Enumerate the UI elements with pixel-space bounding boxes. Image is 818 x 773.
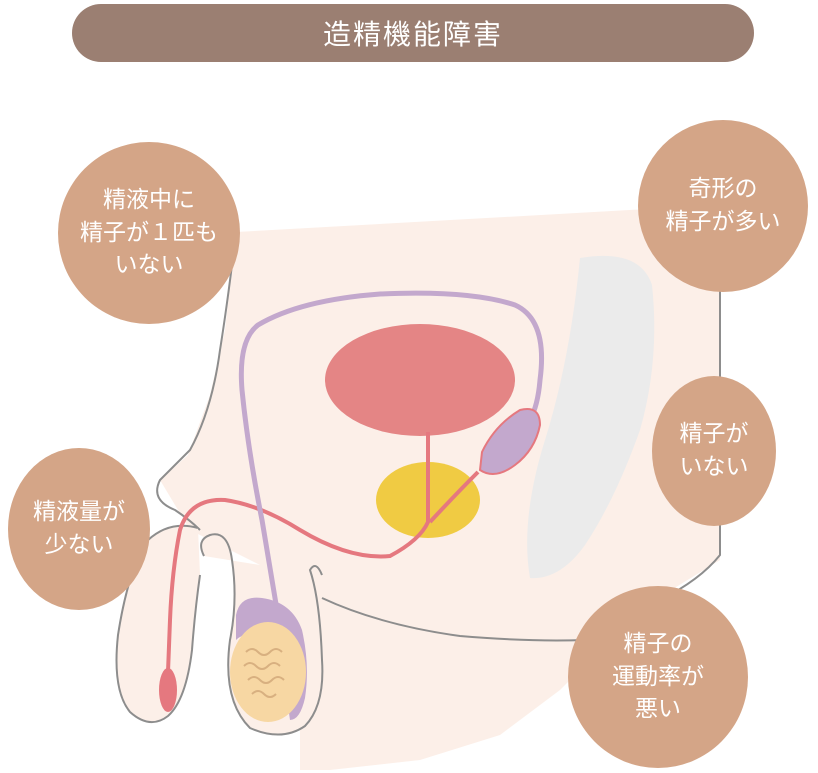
seminal-vesicle xyxy=(478,408,542,475)
seminiferous-tubules xyxy=(243,648,285,698)
title-banner: 造精機能障害 xyxy=(72,4,754,62)
buttock-shade xyxy=(527,255,655,579)
bubble-sperm-absent-text: 精子が いない xyxy=(679,421,749,480)
bubble-abnormal-sperm: 奇形の 精子が多い xyxy=(638,120,808,292)
vas-deferens xyxy=(238,290,545,641)
bubble-no-sperm: 精液中に 精子が１匹も いない xyxy=(58,142,240,324)
bladder xyxy=(325,324,515,436)
bubble-low-motility-text: 精子の 運動率が 悪い xyxy=(612,631,704,723)
bubble-no-sperm-text: 精液中に 精子が１匹も いない xyxy=(80,187,218,279)
glans xyxy=(159,668,177,712)
bubble-abnormal-sperm-text: 奇形の 精子が多い xyxy=(665,176,781,235)
bubble-low-volume: 精液量が 少ない xyxy=(8,448,150,610)
bubble-sperm-absent: 精子が いない xyxy=(652,376,776,526)
bubble-low-volume-text: 精液量が 少ない xyxy=(33,499,125,558)
perineum-line xyxy=(321,597,586,642)
title-text: 造精機能障害 xyxy=(322,18,503,51)
testis xyxy=(230,622,306,722)
ejaculatory-duct xyxy=(428,470,480,524)
bubble-low-motility: 精子の 運動率が 悪い xyxy=(568,586,748,768)
